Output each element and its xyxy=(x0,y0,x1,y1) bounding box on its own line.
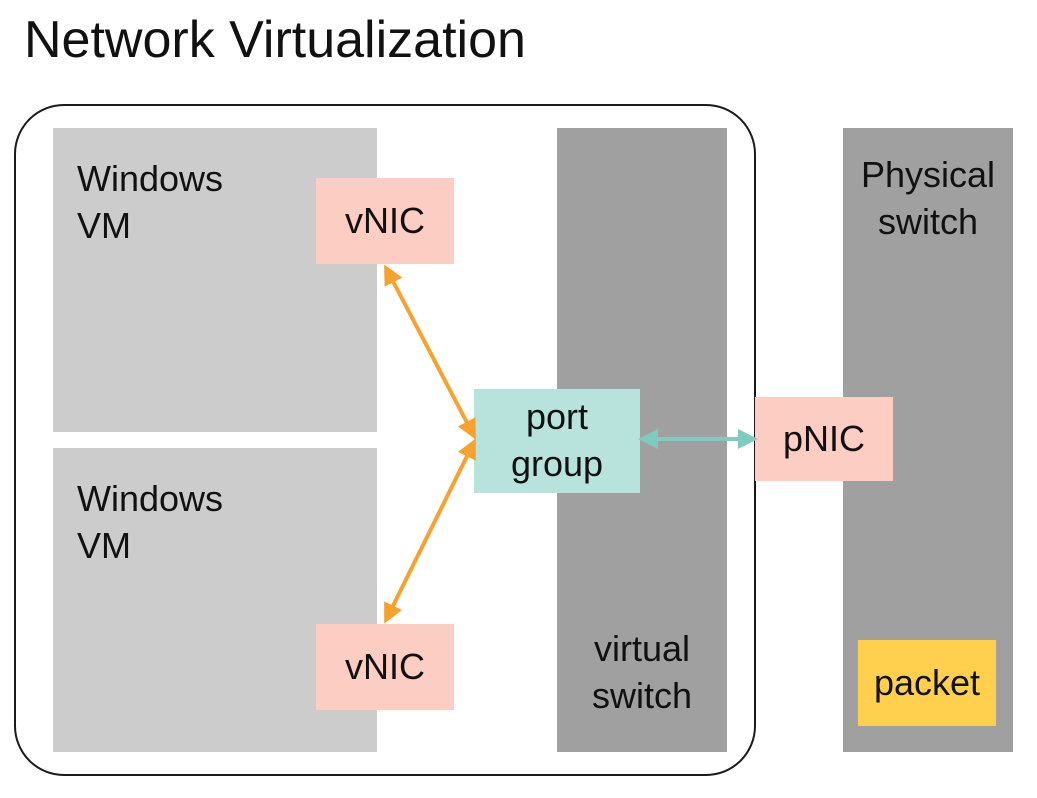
port-group[interactable]: port group xyxy=(474,389,640,493)
page-title: Network Virtualization xyxy=(24,11,526,69)
virtual-switch-label: virtual switch xyxy=(557,626,727,720)
port-group-line2: group xyxy=(510,443,604,484)
virtual-switch-label-line1: virtual xyxy=(593,628,691,670)
vm-label-line1: Windows xyxy=(77,158,224,199)
vm-label-line2: VM xyxy=(77,524,131,566)
physical-switch-label-line1: Physical xyxy=(860,154,996,195)
packet[interactable]: packet xyxy=(858,640,996,726)
vm-label: Windows VM xyxy=(77,476,223,570)
pnic[interactable]: pNIC xyxy=(755,397,893,481)
virtual-switch-label-line2: switch xyxy=(591,675,693,717)
port-group-line1: port xyxy=(525,396,589,438)
vm-label-line2: VM xyxy=(77,204,131,246)
vm-label: Windows VM xyxy=(77,156,223,250)
vnic-top[interactable]: vNIC xyxy=(316,178,454,264)
physical-switch-label: Physical switch xyxy=(843,152,1013,246)
physical-switch-label-line2: switch xyxy=(877,200,979,242)
vnic-bottom[interactable]: vNIC xyxy=(316,624,454,710)
vm-label-line1: Windows xyxy=(77,478,224,519)
windows-vm-top[interactable]: Windows VM xyxy=(53,128,377,432)
